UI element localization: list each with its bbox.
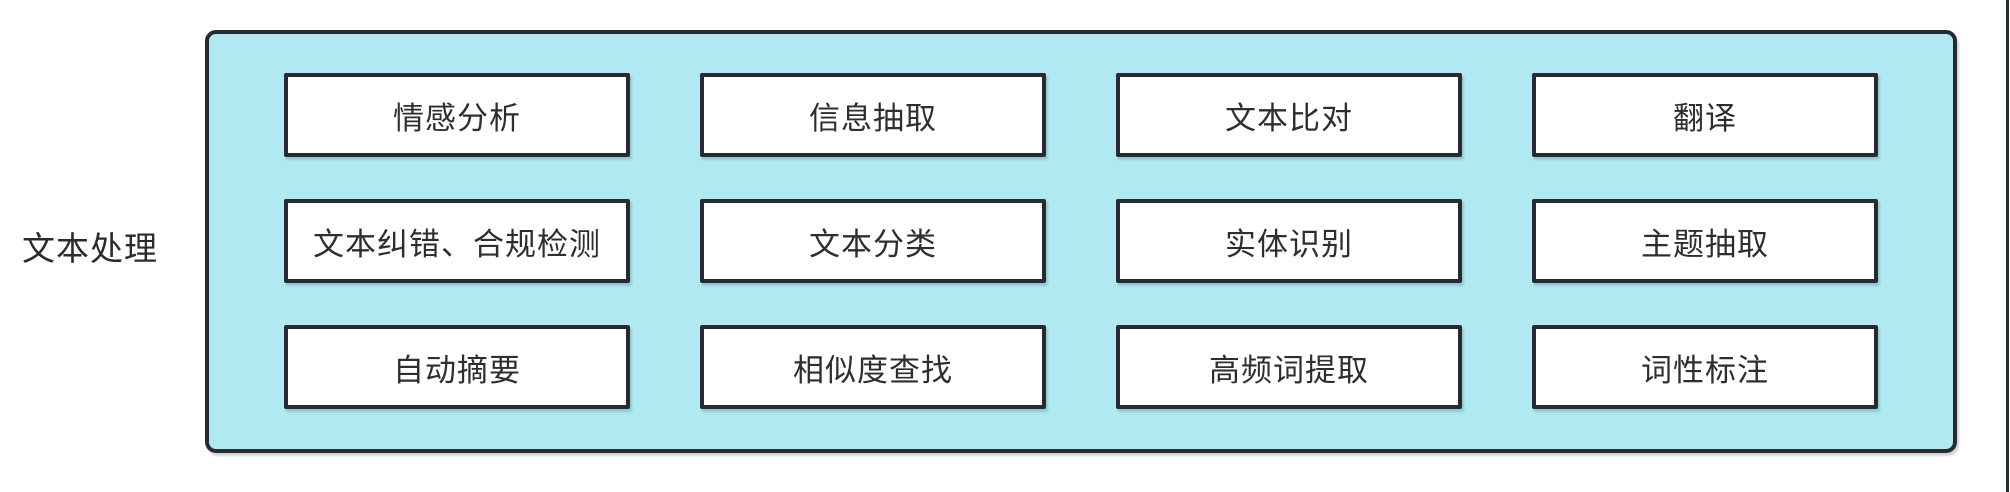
task-node-translation: 翻译 <box>1532 73 1878 157</box>
text-processing-group-container: 情感分析 信息抽取 文本比对 翻译 文本纠错、合规检测 文本分类 实体识别 主题… <box>205 30 1957 453</box>
task-node-entity-recognition: 实体识别 <box>1116 199 1462 283</box>
task-node-label: 文本比对 <box>1225 100 1353 137</box>
task-node-text-correction-compliance-check: 文本纠错、合规检测 <box>284 199 630 283</box>
task-node-information-extraction: 信息抽取 <box>700 73 1046 157</box>
task-node-sentiment-analysis: 情感分析 <box>284 73 630 157</box>
task-node-label: 相似度查找 <box>793 352 953 389</box>
task-node-text-comparison: 文本比对 <box>1116 73 1462 157</box>
task-node-topic-extraction: 主题抽取 <box>1532 199 1878 283</box>
task-node-label: 主题抽取 <box>1641 226 1769 263</box>
task-node-label: 文本纠错、合规检测 <box>313 226 601 263</box>
clipped-adjacent-shape-edge <box>2006 0 2009 492</box>
task-node-label: 实体识别 <box>1225 226 1353 263</box>
category-label-text-processing: 文本处理 <box>22 229 158 268</box>
task-node-label: 自动摘要 <box>393 352 521 389</box>
task-node-high-frequency-word-extraction: 高频词提取 <box>1116 325 1462 409</box>
task-node-label: 文本分类 <box>809 226 937 263</box>
task-node-similarity-search: 相似度查找 <box>700 325 1046 409</box>
task-node-label: 高频词提取 <box>1209 352 1369 389</box>
task-node-label: 词性标注 <box>1641 352 1769 389</box>
task-node-text-classification: 文本分类 <box>700 199 1046 283</box>
task-node-pos-tagging: 词性标注 <box>1532 325 1878 409</box>
task-node-auto-summarization: 自动摘要 <box>284 325 630 409</box>
task-node-label: 翻译 <box>1673 100 1737 137</box>
task-node-label: 情感分析 <box>393 100 521 137</box>
task-node-label: 信息抽取 <box>809 100 937 137</box>
